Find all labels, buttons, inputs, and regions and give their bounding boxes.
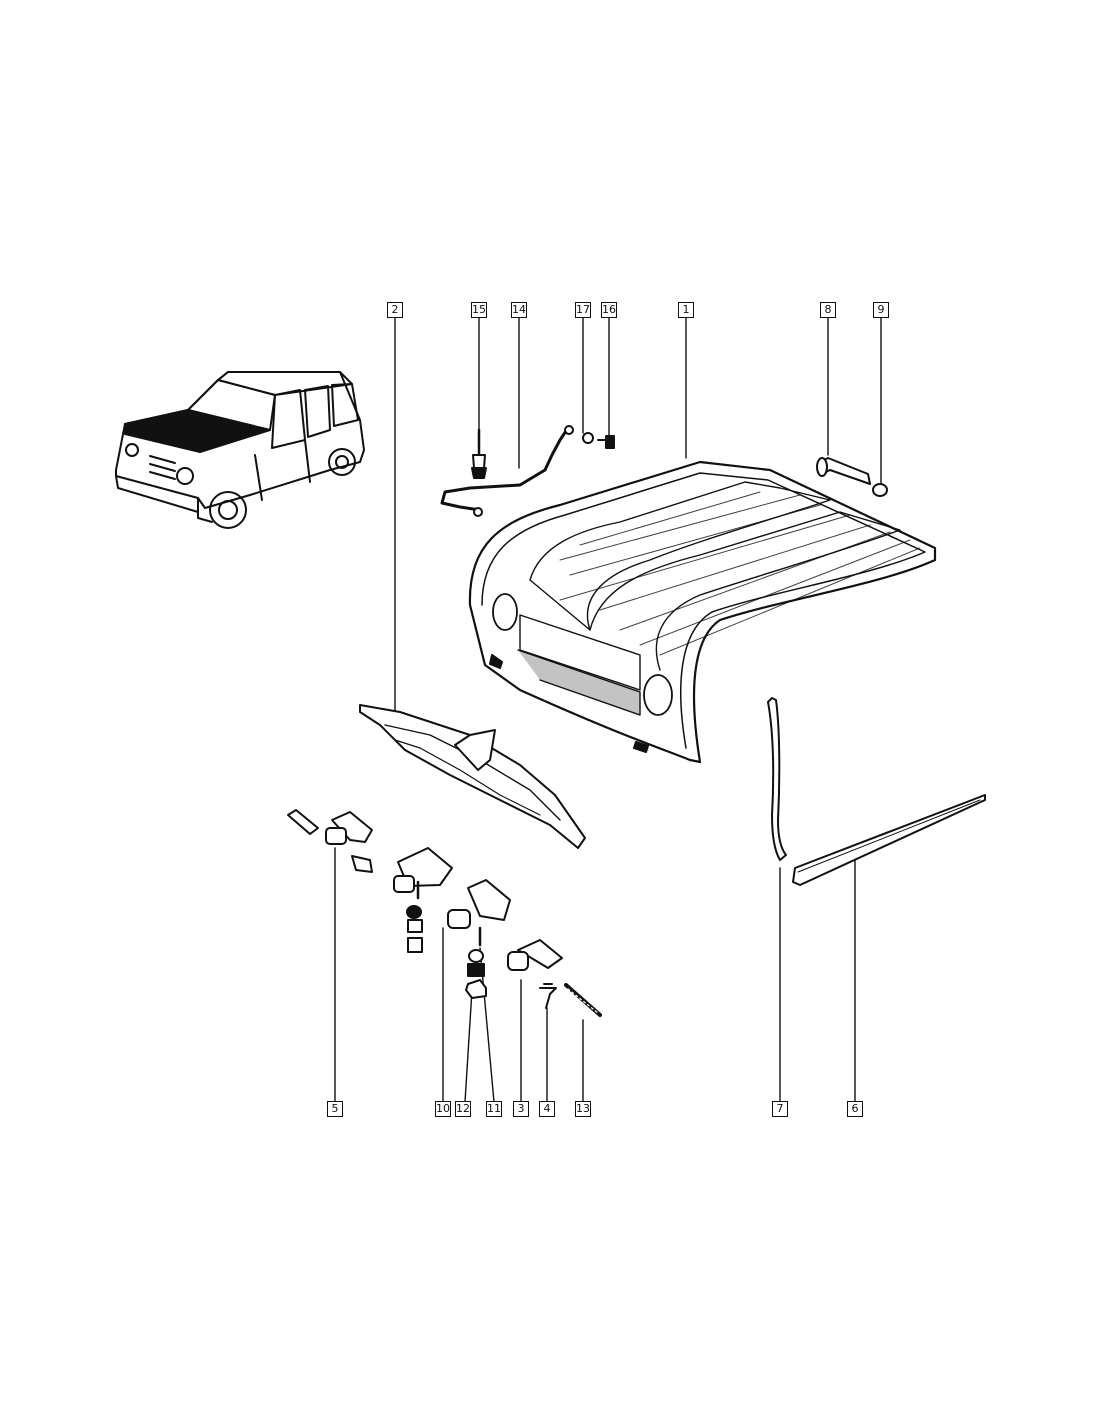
cross-member: [359, 704, 586, 849]
bolt-16: [597, 435, 615, 449]
callout-17: 17: [575, 302, 591, 318]
rubber-strip-6: [792, 794, 986, 886]
callout-1: 1: [678, 302, 694, 318]
callout-12: 12: [455, 1101, 471, 1117]
callout-8: 8: [820, 302, 836, 318]
hinge-assembly-right: [447, 879, 602, 1017]
nut-17: [582, 432, 594, 444]
hinge-assembly-left: [287, 809, 453, 953]
callout-14: 14: [511, 302, 527, 318]
callout-10: 10: [435, 1101, 451, 1117]
callout-9: 9: [873, 302, 889, 318]
seal-strip-7: [767, 697, 787, 861]
callout-5: 5: [327, 1101, 343, 1117]
callout-4: 4: [539, 1101, 555, 1117]
callout-13: 13: [575, 1101, 591, 1117]
leader-lines: [334, 317, 882, 1103]
callout-7: 7: [772, 1101, 788, 1117]
bonnet-panel: [468, 460, 937, 764]
washer-9: [872, 483, 888, 497]
bonnet-stay: [471, 428, 487, 479]
car-thumbnail-illustration: [115, 371, 365, 529]
bonnet-cable: [440, 425, 574, 517]
callout-16: 16: [601, 302, 617, 318]
callout-11: 11: [486, 1101, 502, 1117]
callout-2: 2: [387, 302, 403, 318]
callout-6: 6: [847, 1101, 863, 1117]
callout-3: 3: [513, 1101, 529, 1117]
pivot-bolt-8: [816, 457, 871, 485]
callout-15: 15: [471, 302, 487, 318]
